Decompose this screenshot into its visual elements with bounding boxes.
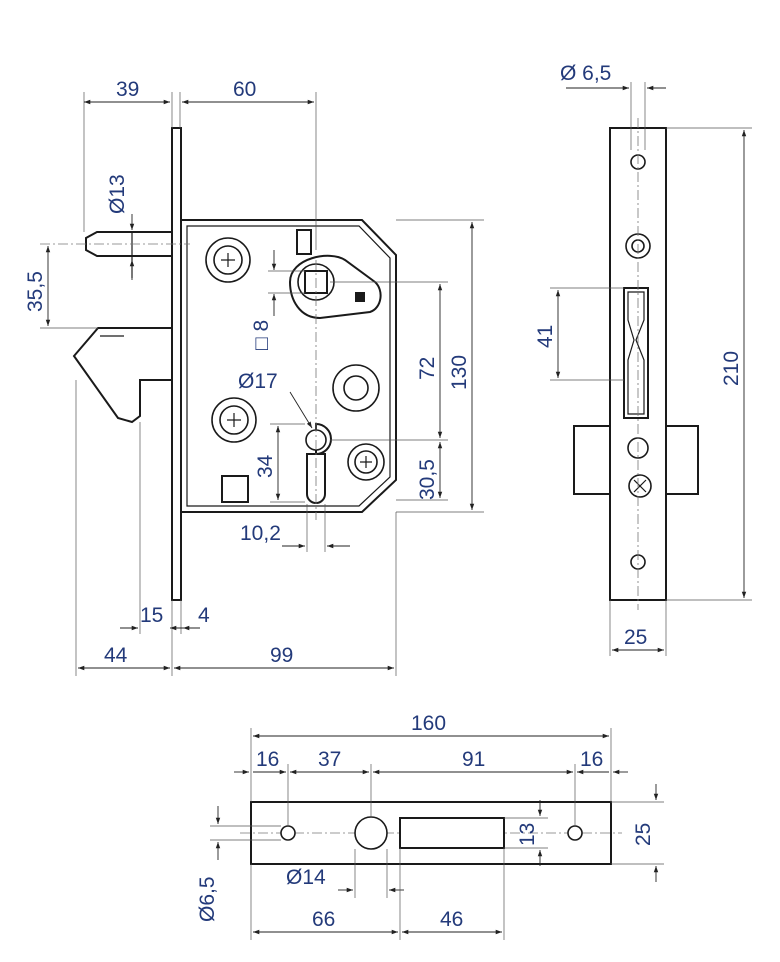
front-dimensions: 39 60 Ø13 35,5 □ 8 Ø17 72 130 34 30,5 <box>24 78 484 676</box>
dim-square-8: □ 8 <box>250 320 273 350</box>
strike-plate <box>240 801 622 865</box>
dim-cyl-diameter: Ø17 <box>238 370 278 393</box>
dim-strike-6-5: Ø6,5 <box>196 876 219 922</box>
dim-130: 130 <box>448 355 471 390</box>
dim-4: 4 <box>198 604 210 627</box>
strike-hole-left <box>280 825 296 841</box>
dim-72: 72 <box>416 357 439 380</box>
dim-16-left: 16 <box>256 748 279 771</box>
dim-210: 210 <box>720 351 743 386</box>
spindle-bush <box>332 364 380 412</box>
faceplate <box>171 127 182 601</box>
dim-160: 160 <box>411 712 446 735</box>
dim-66: 66 <box>312 908 335 931</box>
strike-dimensions: 160 16 37 91 16 13 25 Ø6,5 Ø14 <box>196 712 664 940</box>
dim-15: 15 <box>140 604 163 627</box>
dim-side-25: 25 <box>624 626 647 649</box>
dim-46: 46 <box>440 908 463 931</box>
dim-34: 34 <box>254 454 277 478</box>
strike-latch-slot <box>399 817 505 849</box>
dim-10-2: 10,2 <box>240 522 281 545</box>
strike-hole-right <box>567 825 583 841</box>
dim-41: 41 <box>534 325 557 348</box>
dim-14: Ø14 <box>286 866 326 889</box>
dim-91: 91 <box>462 748 485 771</box>
dim-strike-25: 25 <box>632 823 655 846</box>
hook-bolt <box>72 327 173 424</box>
dim-37: 37 <box>318 748 341 771</box>
pin-latch <box>85 231 173 257</box>
side-view <box>573 118 699 610</box>
dim-35-5: 35,5 <box>24 271 47 312</box>
strike-cylinder-hole <box>354 816 388 850</box>
dim-13: 13 <box>516 823 539 846</box>
screw-middle <box>211 397 257 443</box>
side-dimensions: Ø 6,5 41 210 25 <box>534 62 752 656</box>
dim-pin-diameter: Ø13 <box>106 174 129 214</box>
dim-16-right: 16 <box>580 748 603 771</box>
screw-lower <box>347 443 385 481</box>
dim-99: 99 <box>270 644 293 667</box>
dim-39: 39 <box>116 78 139 101</box>
dim-side-hole: Ø 6,5 <box>560 62 611 85</box>
front-view <box>40 127 397 601</box>
dim-44: 44 <box>104 644 128 667</box>
dim-60: 60 <box>233 78 256 101</box>
dim-30-5: 30,5 <box>416 459 439 500</box>
screw-top <box>205 237 251 283</box>
